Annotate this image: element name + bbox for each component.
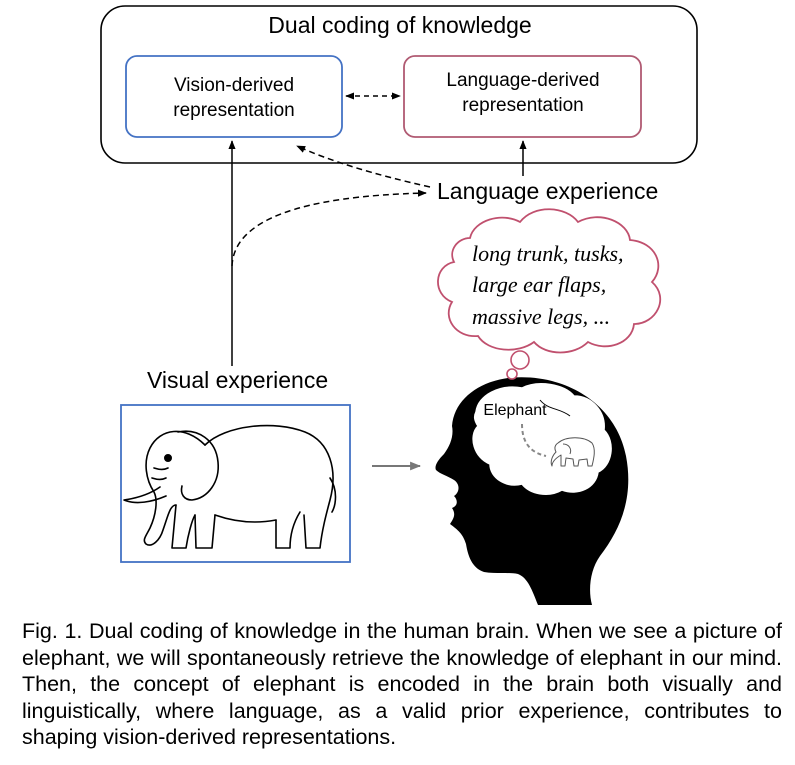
vision-derived-box [125,55,343,138]
thought-bubble-dot-small [506,368,518,380]
brain-dashed-link [521,423,547,457]
thought-line-3: massive legs, ... [472,304,610,329]
brain-fold [539,399,571,417]
elephant-picture-frame [120,404,351,563]
vision-box-line2: representation [173,100,294,121]
language-derived-box [403,55,642,138]
figure-caption: Fig. 1. Dual coding of knowledge in the … [22,619,782,749]
small-elephant-icon [550,437,595,467]
thought-bubble-dot-large [510,350,530,370]
thought-line-1: long trunk, tusks, [472,241,624,266]
language-experience-label: Language experience [437,178,658,204]
language-box-line2: representation [462,95,583,116]
language-box-line1: Language-derived [446,70,599,91]
dual-coding-box [100,5,698,164]
dual-coding-diagram: Dual coding of knowledge Vision-derived … [100,5,698,605]
vision-box-line1: Vision-derived [174,75,294,96]
elephant-drawing [123,424,337,549]
thought-line-2: large ear flaps, [472,272,606,297]
language-to-vision-arrow [296,145,431,188]
brain-elephant-label: Elephant [483,402,547,419]
brain-outline-icon [472,383,612,496]
dual-coding-title: Dual coding of knowledge [268,12,531,38]
visual-experience-label: Visual experience [147,367,328,393]
thought-bubble [437,208,662,354]
visual-to-language-arrow [231,189,427,267]
